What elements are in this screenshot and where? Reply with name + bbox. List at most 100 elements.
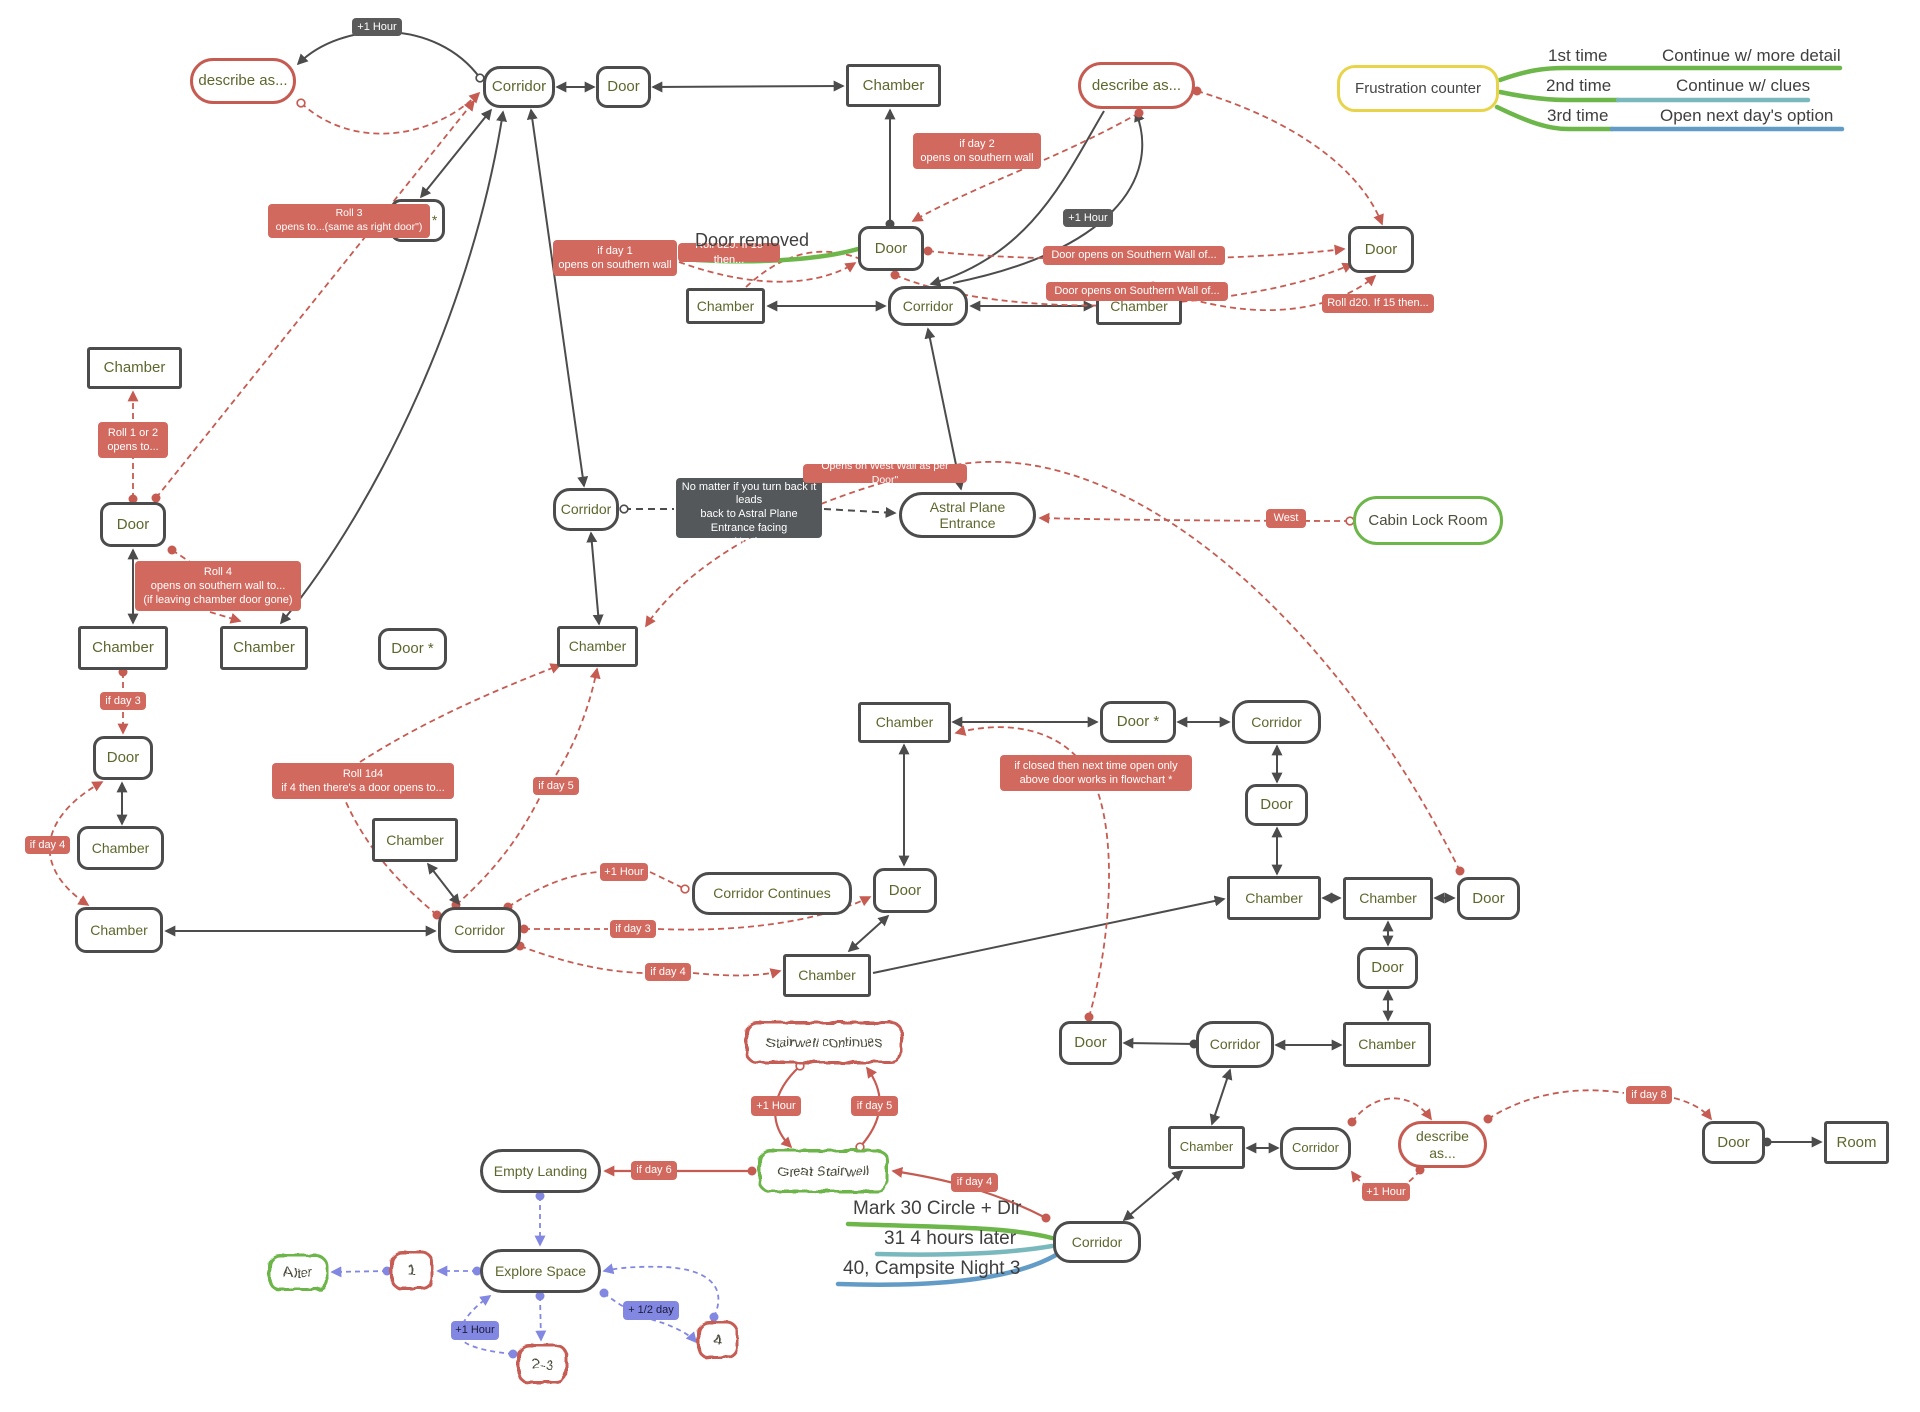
badge-if-day-8[interactable]: if day 8 (1626, 1086, 1672, 1104)
label-40-campsite[interactable]: 40, Campsite Night 3 (843, 1258, 1021, 1279)
label-legend-2nd-action[interactable]: Continue w/ clues (1676, 76, 1811, 95)
badge-door-opens-southern-1[interactable]: Door opens on Southern Wall of... (1043, 246, 1225, 265)
badge-west[interactable]: West (1266, 509, 1306, 528)
badge-if-day-3-left[interactable]: if day 3 (100, 692, 146, 710)
node-corridor-mid[interactable]: Corridor (553, 488, 619, 531)
badge-plus1-hour-top[interactable]: +1 Hour (352, 18, 402, 36)
badge-roll-4[interactable]: Roll 4 opens on southern wall to... (if … (135, 561, 301, 611)
node-frustration-counter[interactable]: Frustration counter (1337, 65, 1499, 112)
edge-door-2--chamber-3 (651, 80, 845, 93)
badge-plus-half-day[interactable]: + 1/2 day (623, 1301, 679, 1320)
edge-chamber-6--door-4 (745, 250, 879, 288)
node-door-4[interactable]: Door (858, 226, 924, 271)
node-room[interactable]: Room (1824, 1121, 1889, 1164)
edge-east-note--astral (823, 506, 897, 518)
node-num-4[interactable]: 4 (697, 1321, 739, 1359)
badge-plus1-hour-2[interactable]: +1 Hour (1063, 209, 1113, 227)
node-door-24[interactable]: Door * (1100, 701, 1176, 743)
node-corridor-34[interactable]: Corridor (1053, 1221, 1141, 1263)
node-door-35[interactable]: Door (1059, 1021, 1122, 1065)
badge-plus1-hour-stairwell[interactable]: +1 Hour (751, 1096, 801, 1116)
node-chamber-rowc[interactable]: Chamber (1168, 1126, 1245, 1169)
node-chamber-27[interactable]: Chamber (1227, 876, 1321, 920)
badge-door-opens-southern-2[interactable]: Door opens on Southern Wall of... (1046, 282, 1228, 301)
node-east-note[interactable]: East. No matter if you turn back it lead… (676, 467, 822, 548)
badge-if-day-4-left[interactable]: if day 4 (25, 836, 70, 854)
node-great-stairwell[interactable]: Great Stairwell (758, 1149, 889, 1193)
badge-roll-1-or-2[interactable]: Roll 1 or 2 opens to... (98, 422, 168, 458)
label-31-4-hours[interactable]: 31 4 hours later (884, 1228, 1017, 1249)
badge-plus1-hour-explore[interactable]: +1 Hour (451, 1321, 499, 1340)
label-legend-1st-action[interactable]: Continue w/ more detail (1662, 46, 1841, 65)
node-explore-space[interactable]: Explore Space (480, 1249, 601, 1293)
node-door-31[interactable]: Door (1357, 947, 1418, 989)
badge-if-day-2[interactable]: if day 2 opens on southern wall (913, 133, 1041, 169)
node-chamber-32[interactable]: Chamber (1343, 1022, 1431, 1067)
node-empty-landing[interactable]: Empty Landing (480, 1149, 601, 1193)
badge-plus1-hour-corridor[interactable]: +1 Hour (600, 863, 648, 881)
label-legend-1st-time[interactable]: 1st time (1548, 46, 1608, 65)
node-describe-as-1[interactable]: describe as... (190, 58, 296, 104)
badge-roll-3[interactable]: Roll 3 opens to...(same as right door") (268, 204, 430, 238)
node-chamber-6[interactable]: Chamber (686, 288, 765, 324)
node-corridor-1[interactable]: Corridor (483, 66, 555, 108)
node-chamber-18[interactable]: Chamber (75, 907, 163, 953)
node-door-16[interactable]: Door (93, 736, 153, 780)
node-door-2[interactable]: Door (596, 66, 651, 108)
edge-describe-as-3--if-day-8 (1483, 1089, 1625, 1124)
badge-if-day-4-mid[interactable]: if day 4 (645, 963, 691, 981)
node-label: Door (1371, 959, 1404, 977)
node-door-30[interactable]: Door (1457, 877, 1520, 920)
node-describe-as-3[interactable]: describe as... (1398, 1121, 1487, 1168)
node-corridor-rowc[interactable]: Corridor (1280, 1127, 1351, 1170)
node-describe-as-2[interactable]: describe as... (1078, 62, 1195, 109)
node-astral-plane-entrance[interactable]: Astral Plane Entrance (899, 492, 1036, 538)
node-chamber-13[interactable]: Chamber (220, 626, 308, 670)
badge-if-day-3-mid[interactable]: if day 3 (610, 920, 656, 938)
node-door-26[interactable]: Door (1245, 784, 1308, 826)
node-chamber-3[interactable]: Chamber (846, 64, 941, 107)
badge-opens-west-wall[interactable]: Opens on West Wall as per Door" (803, 460, 967, 486)
node-door-5[interactable]: Door (1348, 226, 1414, 273)
node-door-rowc[interactable]: Door (1702, 1121, 1765, 1164)
node-chamber-12[interactable]: Chamber (78, 626, 168, 670)
node-chamber-29[interactable]: Chamber (1343, 877, 1433, 920)
node-chamber-15[interactable]: Chamber (557, 626, 638, 667)
node-corridor-7[interactable]: Corridor (888, 286, 968, 326)
node-corridor-continues[interactable]: Corridor Continues (692, 872, 852, 915)
node-cabin-lock-room[interactable]: Cabin Lock Room (1353, 496, 1503, 545)
node-chamber-17[interactable]: Chamber (77, 826, 164, 870)
badge-if-day-6[interactable]: if day 6 (631, 1161, 677, 1180)
node-corridor-25[interactable]: Corridor (1232, 700, 1321, 744)
label-mark-30[interactable]: Mark 30 Circle + Dir (853, 1198, 1022, 1219)
badge-if-day-4-stairwell[interactable]: if day 4 (951, 1173, 998, 1192)
label-legend-2nd-time[interactable]: 2nd time (1546, 76, 1612, 95)
badge-roll-d20-right[interactable]: Roll d20. If 15 then... (1322, 294, 1434, 313)
badge-plus1-hour-describe3[interactable]: +1 Hour (1362, 1183, 1410, 1201)
node-corridor-33[interactable]: Corridor (1196, 1021, 1274, 1068)
node-chamber-9[interactable]: Chamber (87, 347, 182, 389)
badge-if-day-1[interactable]: if day 1 opens on southern wall (553, 240, 677, 276)
node-corridor-20[interactable]: Corridor (438, 907, 521, 953)
node-alter[interactable]: Alter (268, 1254, 328, 1291)
badge-roll-1d4[interactable]: Roll 1d4 if 4 then there's a door opens … (272, 763, 454, 799)
node-label: Chamber (386, 831, 444, 848)
node-num-2-3[interactable]: 2-3 (517, 1344, 568, 1384)
label-door-removed[interactable]: Door removed (695, 230, 810, 250)
node-num-1[interactable]: 1 (390, 1251, 434, 1290)
node-door-14[interactable]: Door * (378, 628, 447, 670)
node-chamber-23[interactable]: Chamber (858, 702, 951, 743)
node-door-11[interactable]: Door (100, 502, 166, 547)
label-legend-3rd-action[interactable]: Open next day's option (1660, 106, 1834, 125)
badge-if-closed[interactable]: if closed then next time open only above… (1000, 755, 1192, 791)
node-label: Corridor (454, 921, 505, 938)
label-legend-3rd-time[interactable]: 3rd time (1547, 106, 1609, 125)
node-chamber-19[interactable]: Chamber (372, 818, 458, 862)
edge-describe-as-2--door-5 (1192, 86, 1384, 226)
badge-if-day-5-stairwell[interactable]: if day 5 (851, 1096, 898, 1116)
node-stairwell-continues[interactable]: Stairwell continues (745, 1021, 903, 1064)
badge-roll-d20-left[interactable]: Roll d20. If 15 then... (678, 239, 780, 266)
node-door-21[interactable]: Door (873, 868, 937, 913)
node-chamber-22[interactable]: Chamber (783, 954, 871, 997)
badge-if-day-5-mid[interactable]: if day 5 (533, 777, 579, 795)
